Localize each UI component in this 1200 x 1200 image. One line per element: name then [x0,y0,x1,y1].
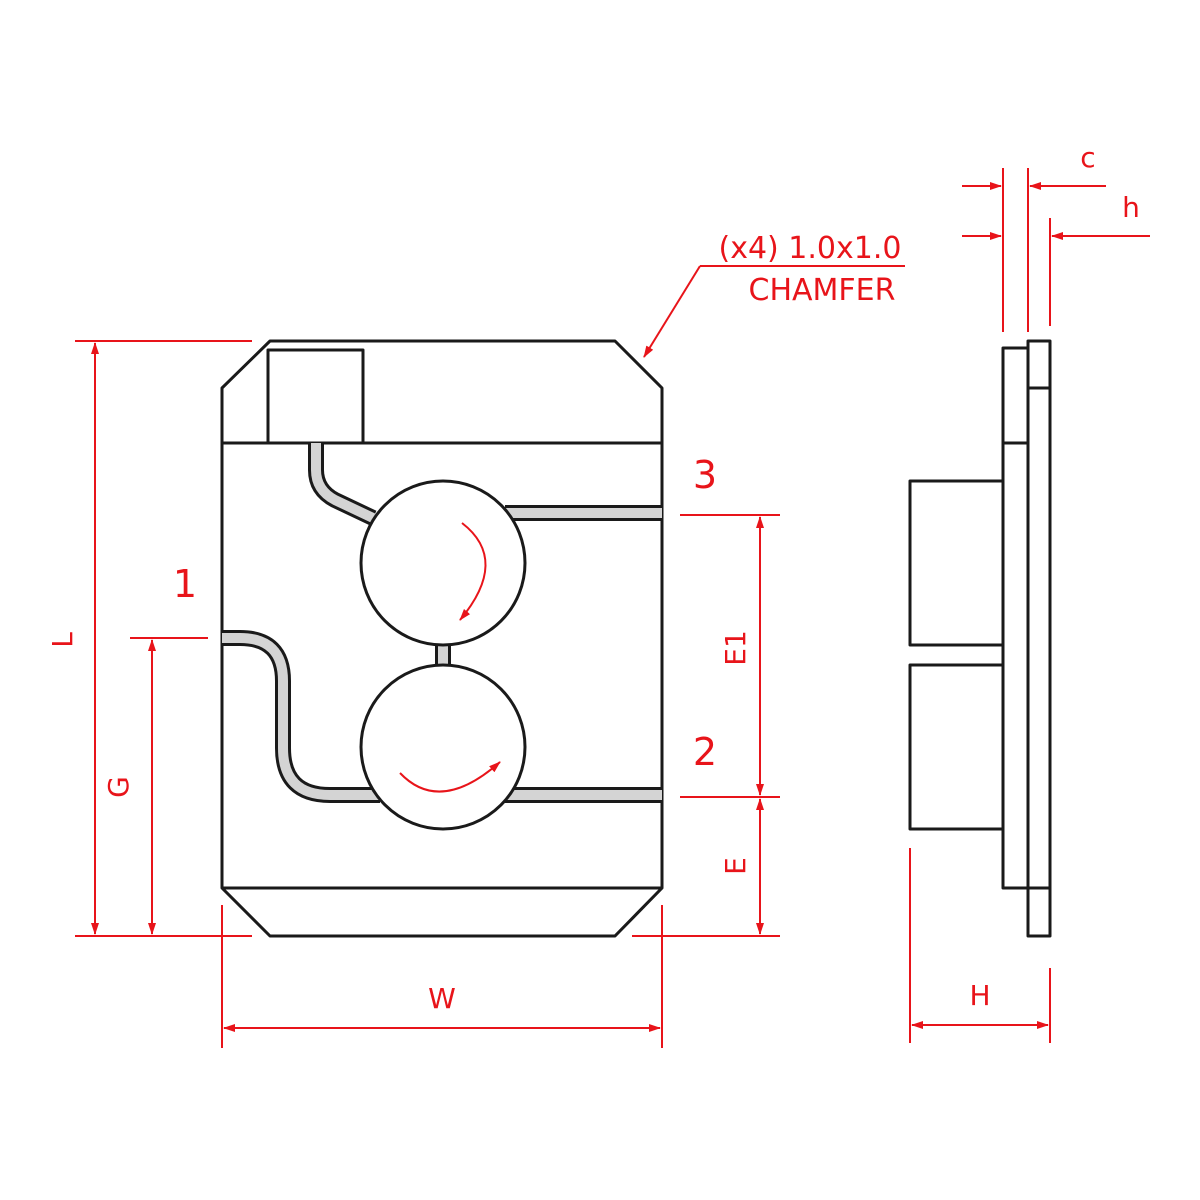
dimension-W: W [221,905,663,1048]
dimension-E-label: E [719,857,752,875]
dimension-L: L [46,340,252,937]
lower-ferrite-disc [359,663,527,831]
dimension-h-label: h [1122,191,1140,224]
chamfer-note-line2: CHAMFER [749,273,896,308]
dimension-W-label: W [428,982,456,1015]
side-upper-magnet [908,479,1005,647]
side-substrate [1001,346,1030,890]
lower-rotation-arrow [399,761,501,793]
marker-block [266,348,365,445]
upper-rotation-arrow [459,522,487,621]
chamfer-note-line1: (x4) 1.0x1.0 [719,231,902,266]
port-1-label: 1 [173,562,197,606]
side-view [908,339,1052,938]
dimension-H-label: H [969,979,990,1012]
dimension-E1: E1 [680,514,780,798]
microstrip-traces [222,443,662,803]
chamfer-callout: (x4) 1.0x1.0 CHAMFER [643,231,905,358]
dimension-H: H [909,848,1051,1043]
port-3-label: 3 [693,453,717,497]
side-lower-magnet [908,663,1005,831]
dimension-G: G [102,637,208,935]
dimension-G-label: G [102,776,135,798]
dimension-E1-label: E1 [719,630,752,666]
upper-ferrite-disc [359,479,527,647]
package-outline [220,339,664,938]
dimension-c: c [962,141,1106,332]
dimension-h: h [962,191,1150,326]
port-2-label: 2 [693,730,717,774]
dimension-c-label: c [1080,141,1095,174]
front-view [220,339,664,938]
side-base-plate [1026,339,1052,938]
dimension-L-label: L [46,632,79,648]
dimension-E: E [632,798,780,937]
